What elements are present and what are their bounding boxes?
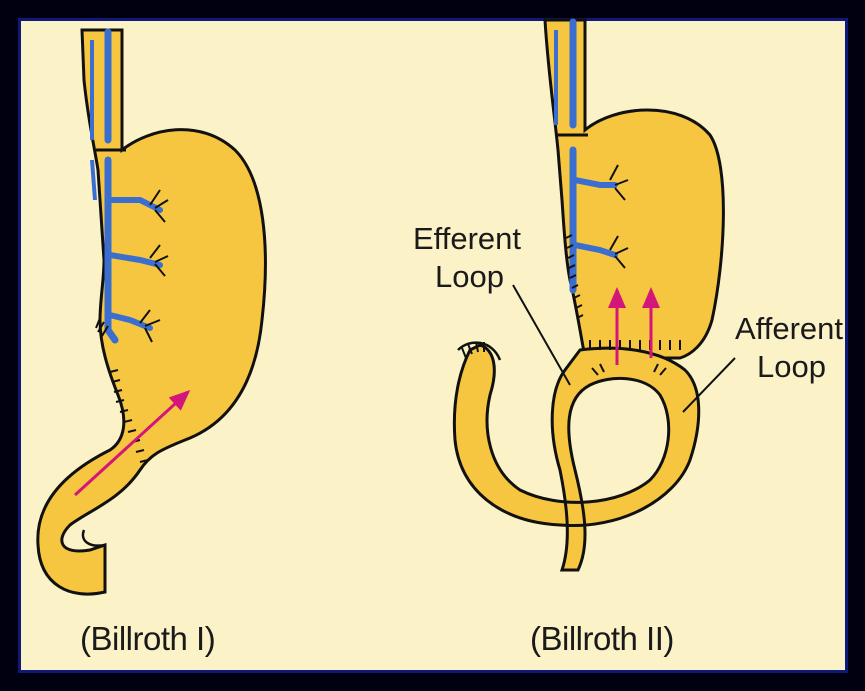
efferent-pointer — [513, 285, 570, 385]
afferent-label-line1: Afferent — [735, 310, 843, 348]
billroth-1-caption: (Billroth I) — [80, 620, 215, 658]
efferent-label-line2: Loop — [413, 258, 521, 296]
jejunal-loop — [454, 345, 698, 570]
afferent-label-line2: Loop — [735, 348, 843, 386]
efferent-loop-label: Efferent Loop — [413, 220, 521, 296]
stomach-left — [38, 30, 266, 594]
afferent-loop-label: Afferent Loop — [735, 310, 843, 386]
billroth-2-caption: (Billroth II) — [530, 620, 674, 658]
billroth-1-figure — [38, 30, 266, 594]
efferent-label-line1: Efferent — [413, 220, 521, 258]
